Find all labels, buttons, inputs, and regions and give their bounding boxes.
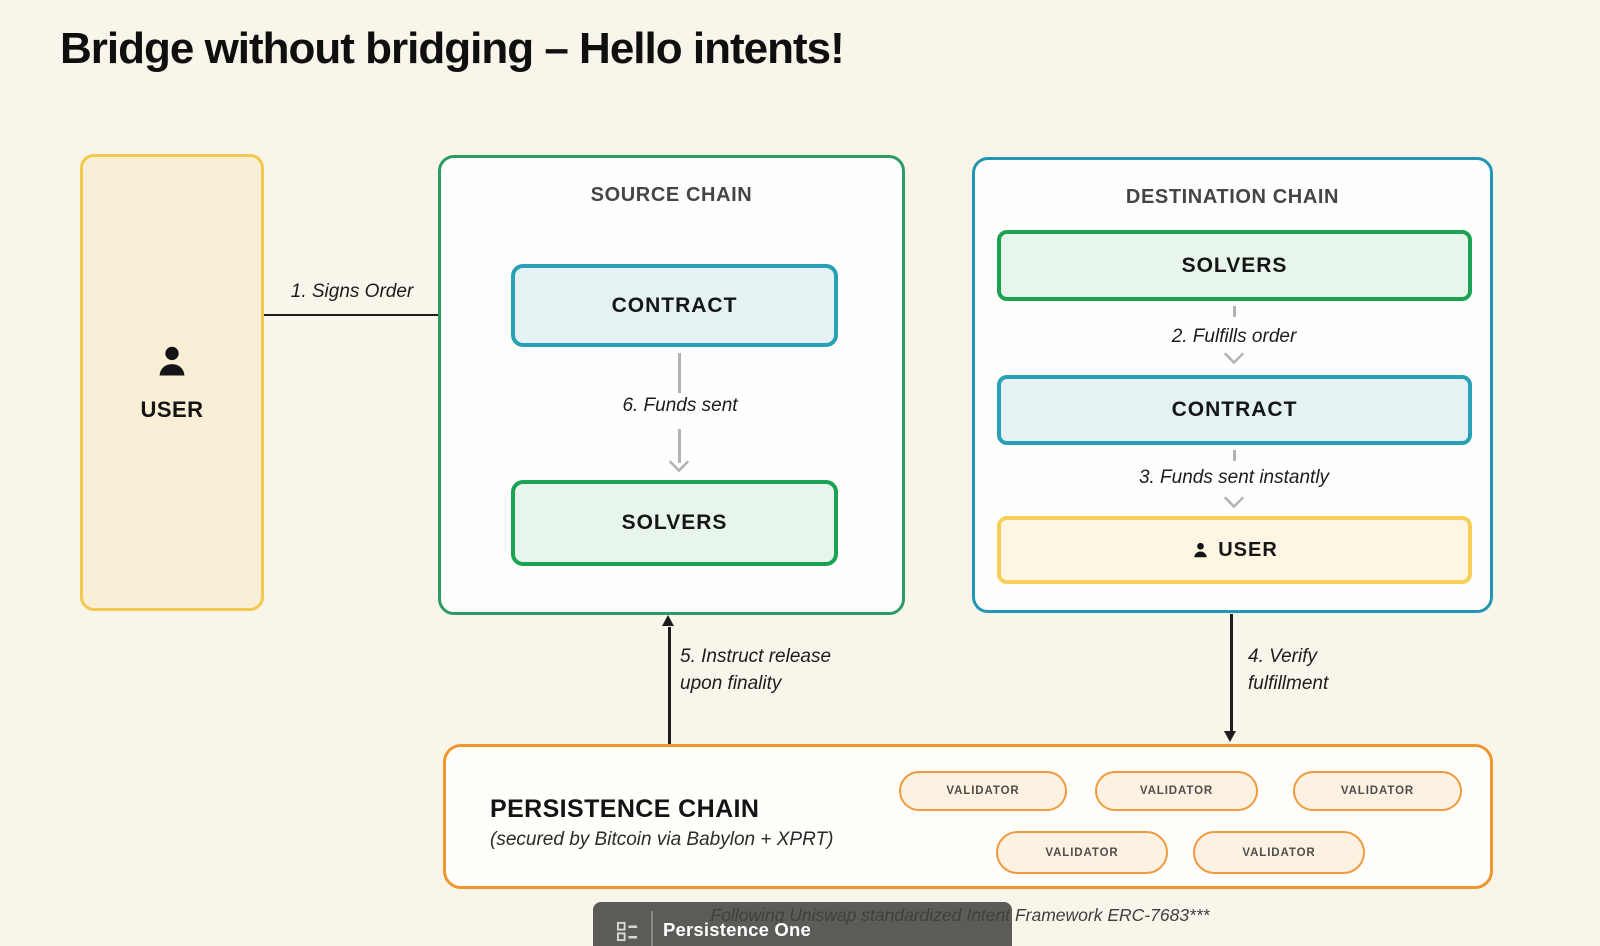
instruct-release-label: 5. Instruct release upon finality: [680, 646, 832, 694]
signs-order-arrow: [264, 314, 500, 317]
person-icon: [1191, 541, 1210, 560]
validator-pill: VALIDATOR: [1193, 831, 1365, 874]
source-solvers-node: SOLVERS: [511, 480, 838, 566]
validator-pill: VALIDATOR: [996, 831, 1168, 874]
person-icon: [153, 343, 191, 381]
destination-user-label: USER: [1218, 538, 1278, 561]
validator-pill: VALIDATOR: [899, 771, 1067, 811]
destination-user-node: USER: [997, 516, 1472, 584]
source-contract-node: CONTRACT: [511, 264, 838, 347]
destination-solvers-node: SOLVERS: [997, 230, 1472, 301]
destination-chain-panel: DESTINATION CHAIN SOLVERS 2. Fulfills or…: [972, 157, 1493, 613]
source-solvers-label: SOLVERS: [621, 511, 728, 534]
fulfills-order-connector: [1233, 306, 1236, 317]
persistence-chain-subtitle: (secured by Bitcoin via Babylon + XPRT): [490, 829, 834, 850]
verify-fulfillment-arrow: [1230, 614, 1233, 733]
signs-order-label: 1. Signs Order: [290, 281, 414, 302]
source-chain-title: SOURCE CHAIN: [590, 184, 753, 206]
validator-pill: VALIDATOR: [1293, 771, 1462, 811]
funds-sent-connector-bottom: [678, 429, 681, 463]
instruct-release-arrowhead: [662, 615, 674, 626]
validator-pill: VALIDATOR: [1095, 771, 1258, 811]
source-chain-panel: SOURCE CHAIN CONTRACT 6. Funds sent SOLV…: [438, 155, 905, 615]
user-panel-label: USER: [140, 396, 204, 422]
instruct-release-arrow: [668, 627, 671, 744]
persistence-chain-panel: PERSISTENCE CHAIN (secured by Bitcoin vi…: [443, 744, 1493, 889]
fulfills-order-arrowhead: [1223, 352, 1245, 370]
user-panel: USER: [80, 154, 264, 611]
persistence-logo-icon: [616, 920, 639, 946]
funds-sent-label: 6. Funds sent: [622, 395, 738, 416]
destination-chain-title: DESTINATION CHAIN: [1125, 186, 1340, 208]
verify-fulfillment-label: 4. Verify fulfillment: [1248, 646, 1329, 694]
funds-instant-connector: [1233, 450, 1236, 461]
funds-sent-arrowhead: [668, 460, 690, 478]
funds-sent-connector-top: [678, 353, 681, 393]
funds-instant-label: 3. Funds sent instantly: [1138, 467, 1330, 488]
destination-contract-node: CONTRACT: [997, 375, 1472, 445]
verify-fulfillment-arrowhead: [1224, 731, 1236, 742]
fulfills-order-label: 2. Fulfills order: [1171, 326, 1297, 347]
framework-caption: Following Uniswap standardized Intent Fr…: [710, 905, 1210, 925]
source-contract-label: CONTRACT: [611, 293, 738, 317]
brand-footer-bar: [593, 902, 1012, 946]
page-title: Bridge without bridging – Hello intents!: [60, 24, 845, 73]
destination-solvers-label: SOLVERS: [1181, 253, 1288, 277]
brand-divider: [651, 911, 653, 946]
funds-instant-arrowhead: [1223, 496, 1245, 514]
brand-name: Persistence One: [663, 919, 811, 940]
persistence-chain-title: PERSISTENCE CHAIN: [490, 795, 760, 823]
destination-contract-label: CONTRACT: [1171, 398, 1298, 421]
